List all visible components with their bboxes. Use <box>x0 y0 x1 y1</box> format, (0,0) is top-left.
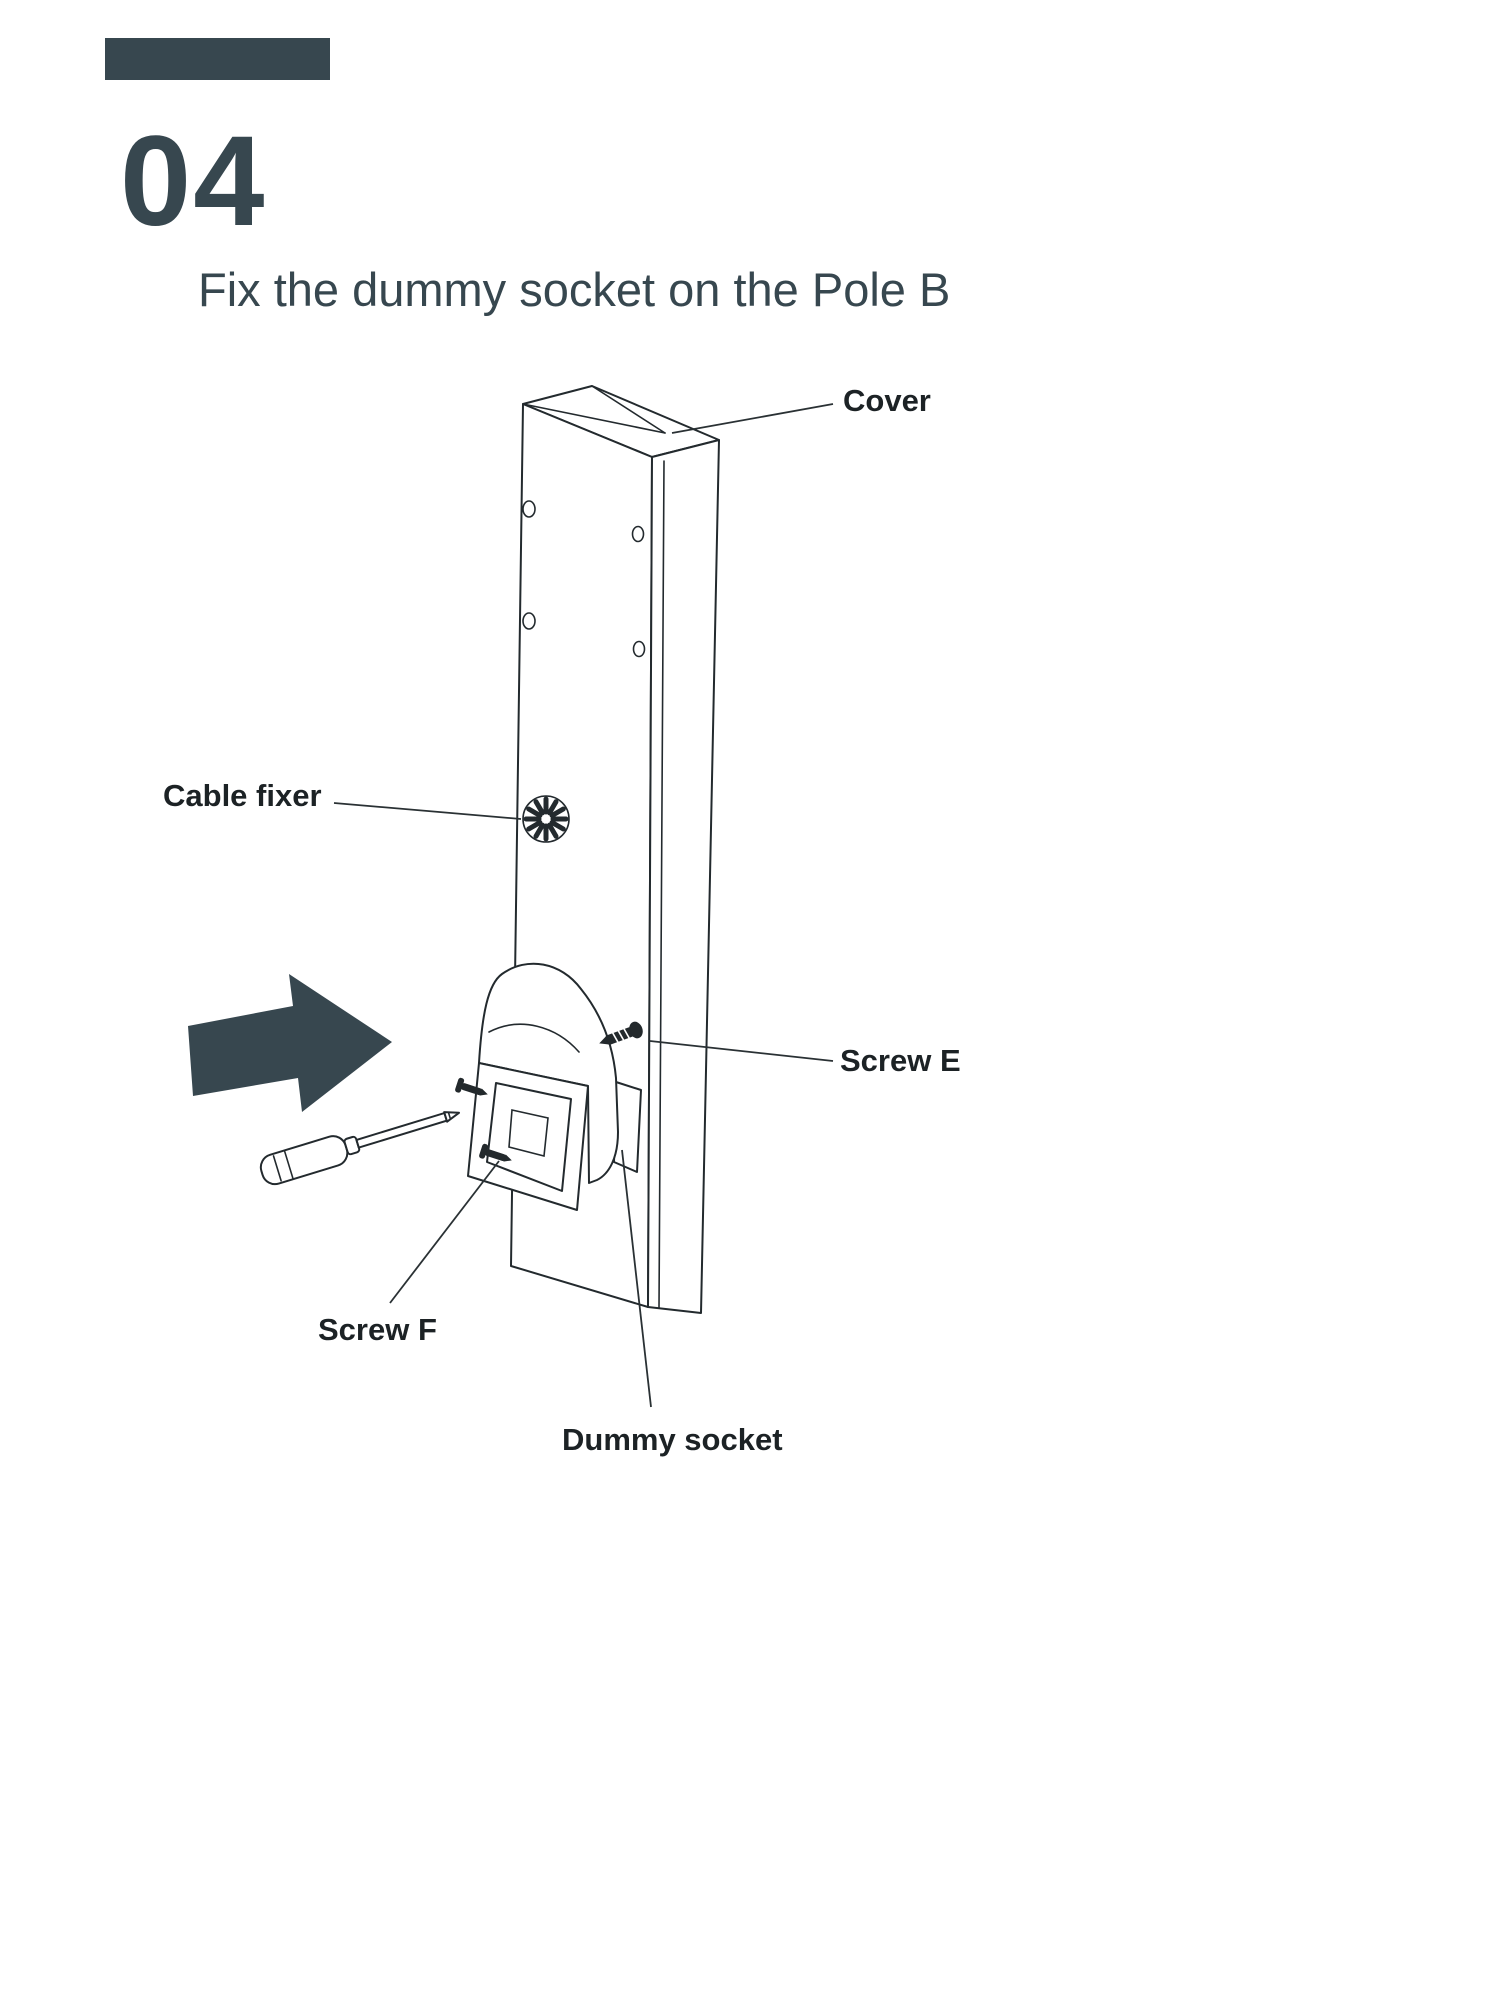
screw-thread <box>617 1029 625 1042</box>
screw-e-icon <box>599 1021 643 1045</box>
cable-fixer-spokes <box>523 796 569 842</box>
screw-thread <box>611 1031 620 1044</box>
pole-side-edge-line <box>658 460 665 1309</box>
leader-line-screw-e <box>649 1040 834 1062</box>
dummy-socket-hood <box>478 962 619 1184</box>
cover-facet-line <box>522 403 666 434</box>
pole-hole <box>522 612 536 630</box>
screwdriver-tip <box>443 1111 460 1123</box>
label-dummy-socket: Dummy socket <box>562 1422 783 1457</box>
step-header-bar <box>105 38 330 80</box>
cover-facet-line <box>591 385 666 434</box>
screw-e-head <box>629 1021 643 1039</box>
label-cover: Cover <box>843 383 931 418</box>
leader-line-cable-fixer <box>333 802 522 820</box>
leader-line-dummy-socket <box>621 1149 652 1408</box>
cable-fixer-icon <box>522 795 570 843</box>
screwdriver-shaft <box>355 1112 448 1149</box>
direction-arrow-icon <box>188 974 392 1112</box>
pole-hole <box>632 640 646 658</box>
screwdriver-tip-cross <box>447 1112 452 1120</box>
leader-line-cover <box>671 403 834 434</box>
dummy-socket-illustration <box>467 962 642 1211</box>
dummy-socket-ring-inner <box>486 1082 572 1192</box>
dummy-socket-cavity-slot <box>508 1109 549 1158</box>
label-screw-f: Screw F <box>318 1312 437 1347</box>
screw-f-tip <box>479 1088 488 1096</box>
cable-fixer-ring <box>522 795 570 843</box>
screw-f-icon <box>479 1143 512 1162</box>
screw-f-tip <box>503 1154 512 1162</box>
screwdriver-handle <box>259 1135 349 1186</box>
dummy-socket-crease-line <box>488 1023 580 1053</box>
label-screw-e: Screw E <box>840 1043 961 1078</box>
leader-line-screw-f <box>389 1160 500 1304</box>
screw-thread <box>622 1027 631 1040</box>
step-title: Fix the dummy socket on the Pole B <box>198 263 951 316</box>
screw-f-icon <box>455 1077 488 1096</box>
step-number: 04 <box>120 110 267 253</box>
screw-f-head <box>479 1143 489 1159</box>
screwdriver-grip-line <box>272 1155 282 1182</box>
screwdriver-icon <box>259 1111 460 1186</box>
pole-hole <box>522 500 536 518</box>
pole-hole <box>631 525 645 543</box>
label-cable-fixer: Cable fixer <box>163 778 322 813</box>
pole-side-face <box>647 439 720 1314</box>
screw-f-head <box>455 1077 465 1093</box>
screwdriver-grip-line <box>283 1150 294 1180</box>
